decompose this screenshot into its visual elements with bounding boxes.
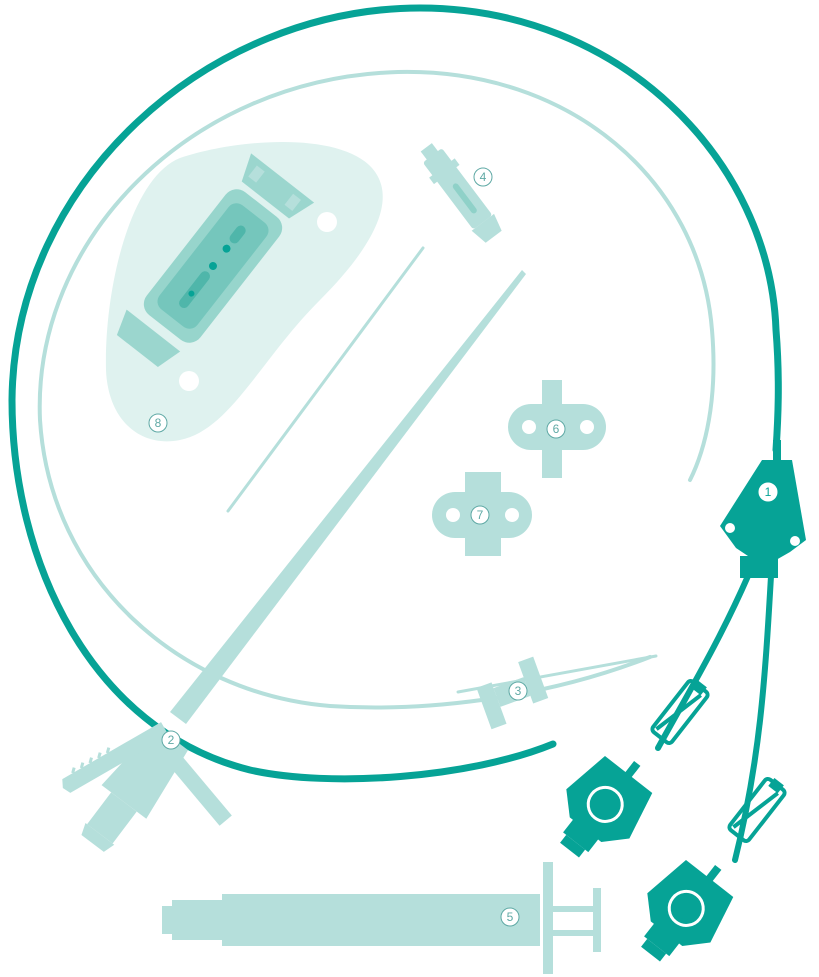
syringe: 5 [162,862,601,974]
label-8: 8 [155,416,162,430]
label-badge-1: 1 [759,483,777,501]
fixing-wing-6: 6 [508,380,606,478]
pad-hole-icon [317,212,337,232]
pad-hole-icon [179,371,199,391]
luer-hub-upper [538,739,669,875]
securement-pad: 8 [106,142,383,441]
label-1: 1 [765,485,772,499]
label-badge-2: 2 [162,731,180,749]
clamp-lower [728,774,789,842]
label-badge-5: 5 [501,908,519,926]
label-2: 2 [168,733,175,747]
label-7: 7 [477,508,484,522]
label-badge-6: 6 [547,420,565,438]
label-badge-8: 8 [149,414,167,432]
label-3: 3 [515,684,522,698]
fixing-wing-7: 7 [432,472,532,556]
label-badge-3: 3 [509,682,527,700]
luer-hub-lower [619,843,750,977]
label-badge-7: 7 [471,506,489,524]
clamp-upper [651,676,712,744]
label-6: 6 [553,422,560,436]
label-5: 5 [507,910,514,924]
label-badge-4: 4 [474,168,492,186]
label-4: 4 [480,170,487,184]
